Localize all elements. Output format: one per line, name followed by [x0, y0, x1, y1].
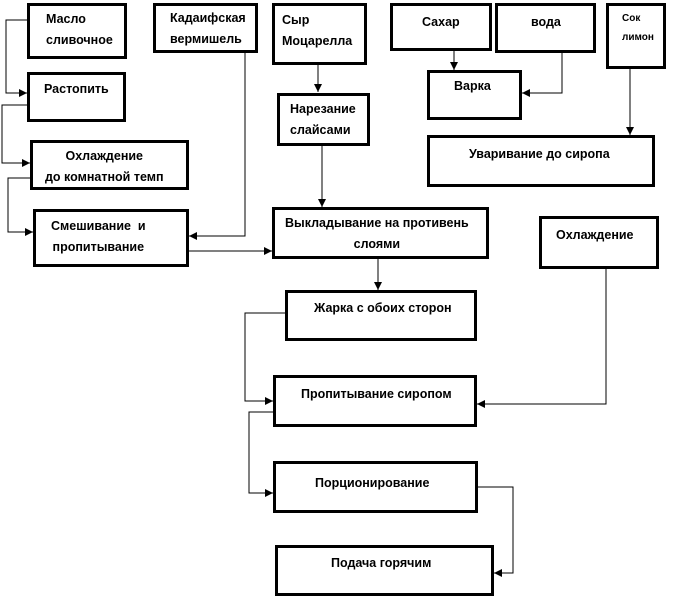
arrow-zharka-to-propityvanie — [244, 312, 285, 405]
node-uvarivanie-label: Уваривание до сиропа — [469, 147, 610, 161]
node-narezanie-label: Нарезание слайсами — [290, 102, 356, 138]
node-limon: Сок лимон — [606, 3, 666, 69]
arrow-ohlazhdenie-to-propityvanie — [477, 269, 607, 408]
node-propityvanie-label: Пропитывание сиропом — [301, 387, 452, 401]
node-varka: Варка — [427, 70, 522, 120]
node-podacha-label: Подача горячим — [331, 556, 432, 570]
arrow-kadaif-to-smeshivanie — [189, 52, 246, 240]
node-porcionirovanie-label: Порционирование — [315, 476, 430, 490]
node-podacha: Подача горячим — [275, 545, 494, 596]
node-vykladyvanie: Выкладывание на противень слоями — [272, 207, 489, 259]
node-varka-label: Варка — [454, 79, 491, 93]
node-kadaif: Кадаифская вермишель — [153, 3, 258, 53]
node-maslo: Масло сливочное — [27, 3, 127, 59]
node-vykladyvanie-label: Выкладывание на противень слоями — [285, 216, 469, 252]
arrow-rastopit-to-ohlazhdenie — [1, 104, 30, 167]
arrow-propityvanie-to-porcionirovanie — [248, 411, 273, 497]
node-rastopit: Растопить — [27, 72, 126, 122]
node-zharka-label: Жарка с обоих сторон — [314, 301, 452, 315]
arrow-porcionirovanie-to-podacha — [478, 486, 514, 577]
node-voda-label: вода — [531, 15, 561, 29]
arrow-ohlazhdenie-to-smeshivanie — [7, 177, 33, 236]
arrow-maslo-to-rastopit — [5, 19, 27, 97]
node-ohlazhdenie-komn: Охлаждение до комнатной темп — [30, 140, 189, 190]
node-sahar-label: Сахар — [422, 15, 460, 29]
node-smeshivanie: Смешивание и пропитывание — [33, 209, 189, 267]
node-syr-label: Сыр Моцарелла — [282, 13, 353, 49]
node-rastopit-label: Растопить — [44, 82, 109, 96]
node-smeshivanie-label: Смешивание и пропитывание — [51, 219, 146, 255]
node-ohlazhdenie: Охлаждение — [539, 216, 659, 269]
node-porcionirovanie: Порционирование — [273, 461, 478, 513]
node-sahar: Сахар — [390, 3, 492, 51]
node-uvarivanie: Уваривание до сиропа — [427, 135, 655, 187]
node-zharka: Жарка с обоих сторон — [285, 290, 477, 341]
arrow-voda-to-varka — [522, 52, 563, 97]
node-syr: Сыр Моцарелла — [272, 3, 367, 65]
node-ohlazhdenie-label: Охлаждение — [556, 228, 634, 242]
node-kadaif-label: Кадаифская вермишель — [170, 11, 246, 47]
node-narezanie: Нарезание слайсами — [277, 93, 370, 146]
node-ohlazhdenie-komn-label: Охлаждение до комнатной темп — [45, 149, 164, 185]
node-limon-label: Сок лимон — [622, 13, 654, 43]
node-maslo-label: Масло сливочное — [46, 12, 113, 48]
node-voda: вода — [495, 3, 596, 53]
node-propityvanie: Пропитывание сиропом — [273, 375, 477, 427]
